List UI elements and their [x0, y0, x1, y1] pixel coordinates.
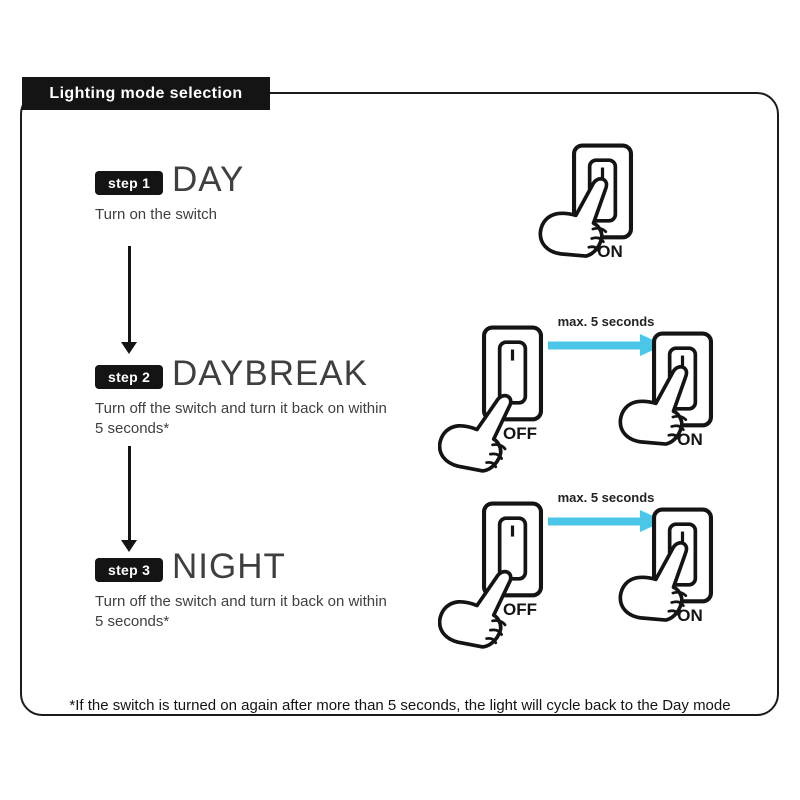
- timing-arrow-label: max. 5 seconds: [557, 314, 655, 329]
- switch-on-illustration: ON: [608, 504, 753, 689]
- content-frame: [20, 92, 779, 716]
- switch-off-illustration: OFF: [430, 322, 583, 507]
- footnote-text: *If the switch is turned on again after …: [69, 697, 731, 714]
- step-2-badge: step 2: [95, 365, 164, 389]
- switch-state-label: ON: [677, 430, 703, 449]
- down-arrow-icon: [121, 446, 137, 552]
- switch-state-label: OFF: [503, 424, 537, 443]
- step-3-badge: step 3: [95, 558, 164, 582]
- step-1-title: DAY: [172, 160, 245, 199]
- step-2-description: Turn off the switch and turn it back on …: [95, 400, 387, 437]
- switch-off-illustration: OFF: [430, 498, 583, 683]
- rocker-switch-graphic: [532, 140, 666, 271]
- switch-on-illustration: ON: [608, 328, 753, 513]
- step-2-title: DAYBREAK: [172, 354, 369, 393]
- down-arrow-icon: [121, 246, 137, 354]
- down-arrow-head: [121, 540, 137, 552]
- section-title-bar: Lighting mode selection: [22, 77, 270, 110]
- rocker-switch-graphic: [612, 328, 746, 459]
- step-3-title: NIGHT: [172, 547, 286, 586]
- rocker-switch-graphic: [612, 504, 746, 635]
- timing-arrow-label: max. 5 seconds: [557, 490, 655, 505]
- switch-on-illustration: ON: [528, 140, 673, 325]
- section-title: Lighting mode selection: [49, 84, 243, 102]
- step-1-badge: step 1: [95, 171, 164, 195]
- switch-state-label: ON: [597, 242, 623, 261]
- step-1-description: Turn on the switch: [95, 206, 217, 223]
- switch-state-label: ON: [677, 606, 703, 625]
- switch-state-label: OFF: [503, 600, 537, 619]
- down-arrow-line: [127, 446, 131, 540]
- step-3-description: Turn off the switch and turn it back on …: [95, 593, 387, 630]
- down-arrow-head: [121, 342, 137, 354]
- down-arrow-line: [127, 246, 131, 342]
